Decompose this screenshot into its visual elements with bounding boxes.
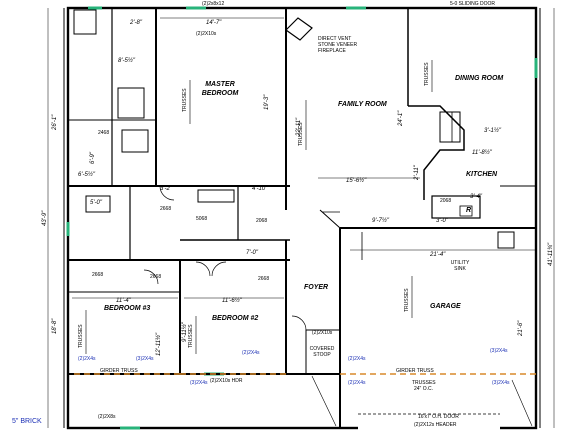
room-label-kitchen: KITCHEN	[466, 171, 498, 178]
dim-3-0: 3'-0"	[436, 218, 449, 224]
note-trusses-dining: TRUSSES	[424, 62, 430, 86]
dim-22-11: 22'-11"	[296, 117, 302, 137]
dim-3-2: 3'-2"	[160, 186, 173, 192]
room-label-bedroom-3: BEDROOM #3	[104, 305, 150, 312]
door-2668-a: 2668	[160, 206, 171, 212]
door-2068-b: 2068	[440, 198, 451, 204]
note-trusses-garage: TRUSSES	[412, 380, 436, 386]
room-label-family: FAMILY ROOM	[338, 101, 387, 108]
callout-3x4s-hdr: (3)2X4s	[190, 380, 208, 386]
room-label-master-1: MASTER	[205, 81, 235, 88]
dim-2-8: 2'-8"	[129, 20, 143, 26]
dim-11-8: 11'-8½"	[472, 149, 493, 156]
dim-41-11: 41'-11¾"	[548, 242, 554, 266]
dim-14-7: 14'-7"	[206, 20, 222, 26]
door-2468-a: 2468	[98, 130, 109, 136]
dim-4-10: 4'-10"	[252, 186, 268, 192]
callout-2x8x12: (2)2x8x12	[202, 1, 224, 7]
dim-21-4: 21'-4"	[429, 252, 446, 258]
note-trusses-bed3: TRUSSES	[78, 324, 84, 348]
room-label-master-2: BEDROOM	[202, 90, 239, 97]
note-oh-door: 16'x7' O.H. DOOR	[418, 414, 459, 420]
room-label-dining: DINING ROOM	[455, 75, 503, 82]
door-2668-d: 2668	[258, 276, 269, 282]
dim-5-0: 5'-0"	[90, 200, 103, 206]
callout-2x10s-stoop: (2)2X10s	[312, 330, 333, 336]
note-door-header: (2)2X12s HEADER	[414, 422, 457, 428]
note-trusses-family: TRUSSES	[298, 122, 304, 146]
dim-2-11: 2'-11"	[414, 164, 420, 181]
dim-9-7: 9'-7½"	[372, 217, 390, 224]
dim-9-11: 9'-11½"	[181, 321, 188, 342]
door-2668-b: 2668	[92, 272, 103, 278]
label-covered: COVERED	[310, 346, 335, 352]
dim-8-5: 8'-5½"	[118, 57, 136, 64]
dim-43-9: 43'-9"	[42, 210, 48, 226]
dim-3-4: 3'-4"	[470, 194, 483, 200]
dim-26-1: 26'-1"	[52, 114, 58, 131]
door-2668-c: 2668	[150, 274, 161, 280]
door-2068: 2068	[256, 218, 267, 224]
note-girder-truss-right: GIRDER TRUSS	[396, 368, 434, 374]
dim-11-4: 11'-4"	[116, 298, 132, 304]
dim-19-3: 19'-3"	[264, 94, 270, 110]
door-5068: 5068	[196, 216, 207, 222]
dim-3-1: 3'-1½"	[484, 127, 502, 134]
callout-3x4s-garage-2: (3)2X4s	[492, 380, 510, 386]
room-label-bedroom-2: BEDROOM #2	[212, 315, 258, 322]
callout-2x8s-bottom: (2)2X8s	[98, 414, 116, 420]
note-oc-garage: 24" O.C.	[414, 386, 433, 392]
dim-15-6: 15'-6½"	[346, 177, 367, 184]
callout-2x10s-top: (2)2X10s	[196, 31, 217, 37]
callout-2x4s-bed2: (2)2X4s	[242, 350, 260, 356]
callout-2x4s-garage: (2)2X4s	[348, 380, 366, 386]
label-stoop: STOOP	[313, 352, 331, 358]
room-label-garage: GARAGE	[430, 303, 461, 310]
dim-6-5: 6'-5½"	[78, 171, 96, 178]
callout-3x4s-bed3: (3)2X4s	[136, 356, 154, 362]
callout-3x4s-garage: (3)2X4s	[490, 348, 508, 354]
callout-2x4s-stoop: (2)2X4s	[348, 356, 366, 362]
note-fireplace-3: FIREPLACE	[318, 48, 346, 54]
note-header: (2)2X10s HDR	[210, 378, 243, 384]
exterior-wall	[66, 6, 538, 430]
dim-7-0: 7'-0"	[246, 250, 259, 256]
dim-24-1: 24'-1"	[398, 110, 404, 127]
dim-12-11: 12'-11½"	[155, 332, 162, 356]
note-girder-truss-left: GIRDER TRUSS	[100, 368, 138, 374]
note-trusses-bed2: TRUSSES	[188, 324, 194, 348]
dim-6-9: 6'-9"	[90, 151, 96, 164]
callout-2x4s-bed3: (2)2X4s	[78, 356, 96, 362]
dim-11-6: 11'-6½"	[222, 297, 243, 304]
note-trusses-garage-2: TRUSSES	[404, 288, 410, 312]
room-label-foyer: FOYER	[304, 284, 328, 291]
dim-18-8: 18'-8"	[52, 318, 58, 334]
note-sliding-door: 5-0 SLIDING DOOR	[450, 1, 495, 7]
brick-note: 5" BRICK	[12, 418, 42, 425]
note-r: R	[466, 207, 471, 214]
dim-21-6: 21'-6"	[518, 320, 524, 337]
note-fireplace-2: STONE VENEER	[318, 42, 357, 48]
note-fireplace-1: DIRECT VENT	[318, 36, 351, 42]
label-utility: UTILITY	[451, 260, 470, 266]
label-sink: SINK	[454, 266, 466, 272]
note-trusses-master: TRUSSES	[182, 88, 188, 112]
